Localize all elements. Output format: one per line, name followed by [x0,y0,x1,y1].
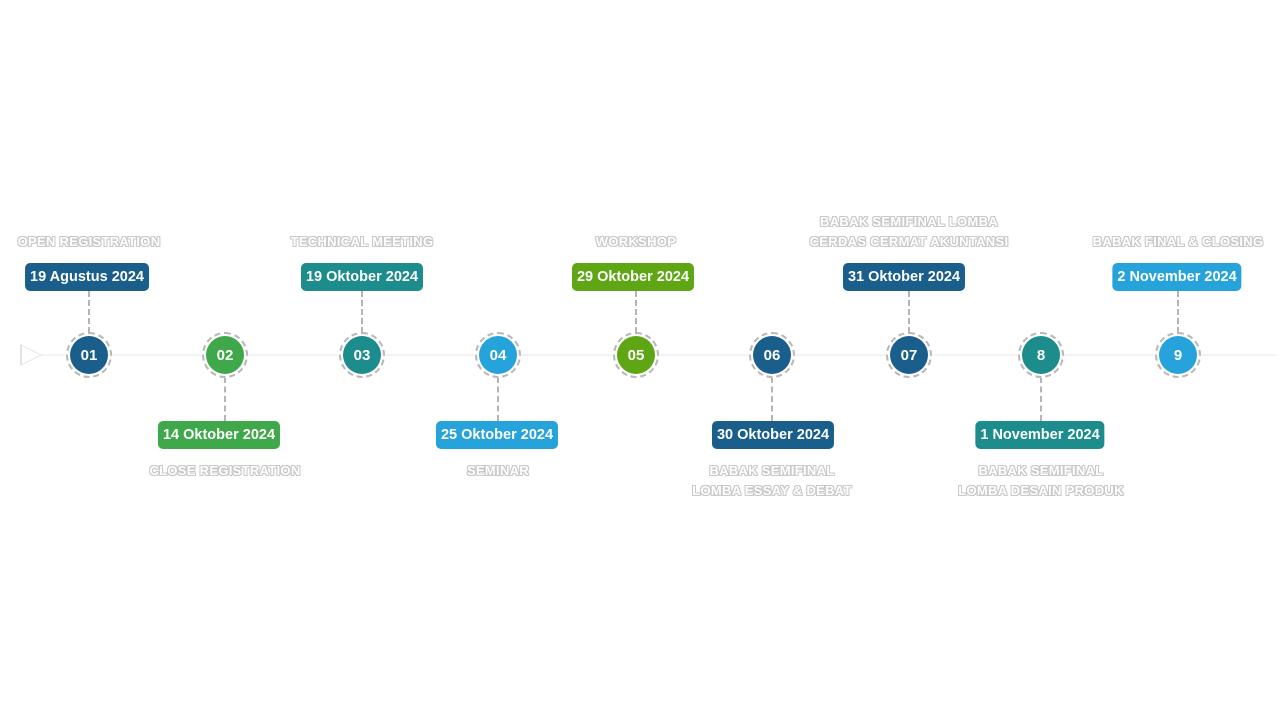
event-date-badge: 1 November 2024 [975,421,1105,449]
event-connector [908,291,910,333]
event-connector [1040,377,1042,421]
timeline-axis [40,354,1276,356]
event-date-badge: 31 Oktober 2024 [842,263,966,291]
event-title-line: OPEN REGISTRATION [17,234,161,249]
event-title-line: TECHNICAL MEETING [290,234,434,249]
event-title-line: SEMINAR [466,463,530,478]
event-connector [224,377,226,421]
event-date-badge: 19 Oktober 2024 [300,263,424,291]
event-title-line: BABAK SEMIFINAL LOMBA [820,214,998,229]
event-connector [1177,291,1179,333]
event-date-badge: 25 Oktober 2024 [435,421,559,449]
event-title: CLOSE REGISTRATION [149,461,300,481]
event-date-badge: 14 Oktober 2024 [157,421,281,449]
event-title-line: LOMBA DESAIN PRODUK [958,483,1124,498]
event-connector [635,291,637,333]
event-title-line: WORKSHOP [595,234,677,249]
event-date-badge: 29 Oktober 2024 [571,263,695,291]
event-date-badge: 30 Oktober 2024 [711,421,835,449]
event-title: WORKSHOP [596,232,676,252]
event-title-line: BABAK SEMIFINAL [978,463,1104,478]
event-title: OPEN REGISTRATION [18,232,161,252]
event-date-badge: 19 Agustus 2024 [25,263,149,291]
event-connector [361,291,363,333]
event-title-line: CLOSE REGISTRATION [149,463,301,478]
event-title: SEMINAR [467,461,529,481]
event-connector [497,377,499,421]
event-title-line: BABAK FINAL & CLOSING [1092,234,1264,249]
event-title: TECHNICAL MEETING [291,232,434,252]
event-connector [88,291,90,333]
event-title: BABAK SEMIFINAL LOMBA CERDAS CERMAT AKUNT… [810,212,1009,252]
event-title: BABAK SEMIFINAL LOMBA DESAIN PRODUK [958,461,1124,501]
timeline-start-arrow-icon [20,344,42,366]
event-date-badge: 2 November 2024 [1112,263,1242,291]
event-title-line: BABAK SEMIFINAL [709,463,835,478]
event-title: BABAK SEMIFINAL LOMBA ESSAY & DEBAT [692,461,852,501]
event-connector [771,377,773,421]
event-title-line: LOMBA ESSAY & DEBAT [692,483,852,498]
event-title: BABAK FINAL & CLOSING [1093,232,1264,252]
event-title-line: CERDAS CERMAT AKUNTANSI [809,234,1009,249]
